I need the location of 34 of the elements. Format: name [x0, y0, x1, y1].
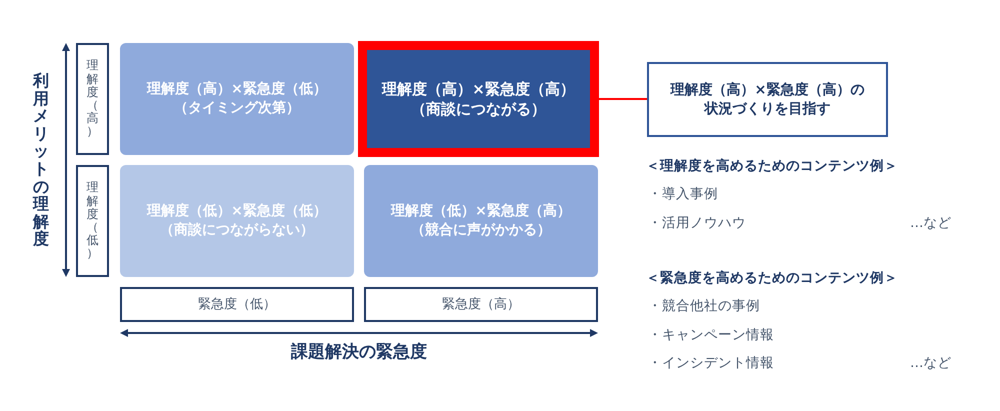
- list-heading: ＜緊急度を高めるためのコンテンツ例＞: [646, 269, 898, 288]
- list-item: ・活用ノウハウ: [648, 214, 746, 233]
- quadrant-box: [364, 165, 598, 277]
- callout-box: [647, 62, 888, 137]
- column-header-box: [120, 287, 354, 322]
- connector-line: [599, 98, 647, 100]
- row-header-text: 理解度（高）: [86, 59, 98, 139]
- column-header-text: 緊急度（低）: [198, 296, 276, 314]
- column-header-text: 緊急度（高）: [442, 296, 520, 314]
- row-header-text: 理解度（低）: [86, 181, 98, 261]
- note-text: …など: [910, 214, 952, 233]
- list-item: ・キャンペーン情報: [648, 326, 774, 345]
- row-header-box: [76, 165, 109, 277]
- list-item: ・導入事例: [648, 185, 718, 204]
- column-header-box: [364, 287, 598, 322]
- row-header-box: [76, 43, 109, 155]
- callout-text: 理解度（高）×緊急度（高）の状況づくりを目指す: [669, 80, 866, 118]
- highlighted-quadrant-box: [358, 41, 599, 157]
- quadrant-title: 理解度（低）×緊急度（高）: [391, 202, 571, 221]
- list-item: ・競合他社の事例: [648, 297, 760, 316]
- axis-title: 利用メリットの理解度: [33, 72, 49, 248]
- quadrant-title: 理解度（高）×緊急度（高）: [382, 78, 575, 99]
- quadrant-subtitle: （タイミング次第）: [174, 99, 300, 118]
- quadrant-title: 理解度（高）×緊急度（低）: [147, 80, 327, 99]
- list-heading: ＜理解度を高めるためのコンテンツ例＞: [646, 157, 898, 176]
- quadrant-box: [120, 43, 354, 155]
- quadrant-subtitle: （商談につながる）: [411, 99, 546, 120]
- quadrant-box: [120, 165, 354, 277]
- quadrant-subtitle: （競合に声がかかる）: [411, 221, 551, 240]
- quadrant-title: 理解度（低）×緊急度（低）: [147, 202, 327, 221]
- quadrant-subtitle: （商談につながらない）: [160, 221, 314, 240]
- note-text: …など: [910, 354, 952, 373]
- axis-title: 課題解決の緊急度: [291, 341, 427, 364]
- list-item: ・インシデント情報: [648, 354, 774, 373]
